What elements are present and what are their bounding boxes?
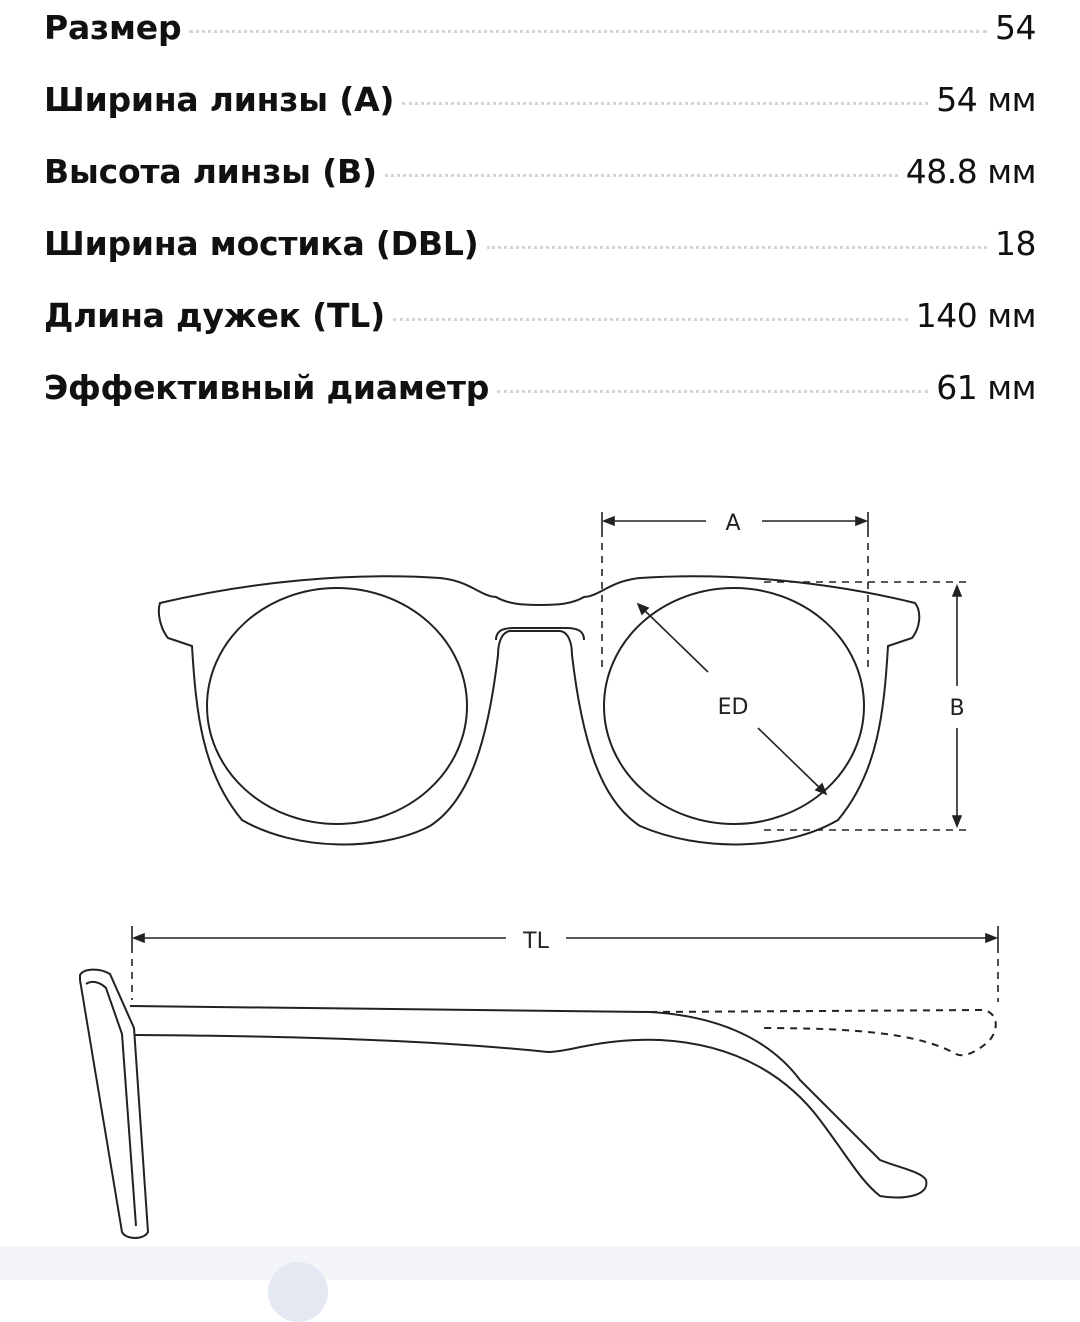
spec-label: Ширина линзы (A): [44, 80, 395, 119]
dimension-ed: [636, 602, 828, 796]
glasses-diagram: A B ED TL: [79, 511, 999, 1239]
spec-row-bridge-width: Ширина мостика (DBL) 18: [44, 222, 1037, 294]
spec-value: 61 мм: [936, 368, 1036, 407]
nose-bridge-opening: [495, 627, 585, 641]
spec-value: 18: [995, 224, 1037, 263]
spec-label: Длина дужек (TL): [44, 296, 386, 335]
specs-table: Размер 54 Ширина линзы (A) 54 мм Высота …: [44, 6, 1037, 438]
dotted-leader: [393, 318, 908, 321]
dimension-ed-label: ED: [718, 695, 749, 720]
dotted-leader: [384, 174, 898, 177]
glasses-side-view: [79, 968, 997, 1239]
dotted-leader: [486, 246, 987, 249]
floating-action-bubble[interactable]: [268, 1262, 328, 1322]
spec-value: 48.8 мм: [905, 152, 1037, 191]
glasses-front-view: [157, 575, 921, 846]
frame-outline: [157, 575, 921, 846]
dotted-leader: [402, 102, 929, 105]
spec-label: Размер: [44, 8, 182, 47]
front-rim-side: [79, 968, 150, 1239]
dotted-leader: [189, 30, 987, 33]
dimension-a-label: A: [725, 511, 740, 536]
dimension-tl: [131, 926, 999, 1002]
right-lens: [603, 587, 865, 825]
dimension-b: [764, 581, 966, 831]
spec-row-size: Размер 54: [44, 6, 1037, 78]
spec-value: 54 мм: [936, 80, 1036, 119]
left-lens: [206, 587, 468, 825]
front-rim-inner: [85, 980, 137, 1227]
dimension-b-label: B: [949, 696, 964, 721]
spec-row-temple-length: Длина дужек (TL) 140 мм: [44, 294, 1037, 366]
bottom-bar: [0, 1246, 1080, 1280]
spec-value: 140 мм: [915, 296, 1037, 335]
spec-label: Ширина мостика (DBL): [44, 224, 479, 263]
spec-label: Высота линзы (B): [44, 152, 377, 191]
spec-row-lens-height: Высота линзы (B) 48.8 мм: [44, 150, 1037, 222]
temple-straight-extension: [649, 1008, 997, 1057]
spec-row-lens-width: Ширина линзы (A) 54 мм: [44, 78, 1036, 150]
dimension-a: [601, 512, 869, 670]
temple-arm: [129, 1005, 928, 1199]
dimension-tl-label: TL: [522, 929, 549, 954]
dotted-leader: [497, 390, 929, 393]
spec-row-effective-diameter: Эффективный диаметр 61 мм: [44, 366, 1036, 438]
spec-value: 54: [995, 8, 1037, 47]
spec-label: Эффективный диаметр: [44, 368, 490, 407]
